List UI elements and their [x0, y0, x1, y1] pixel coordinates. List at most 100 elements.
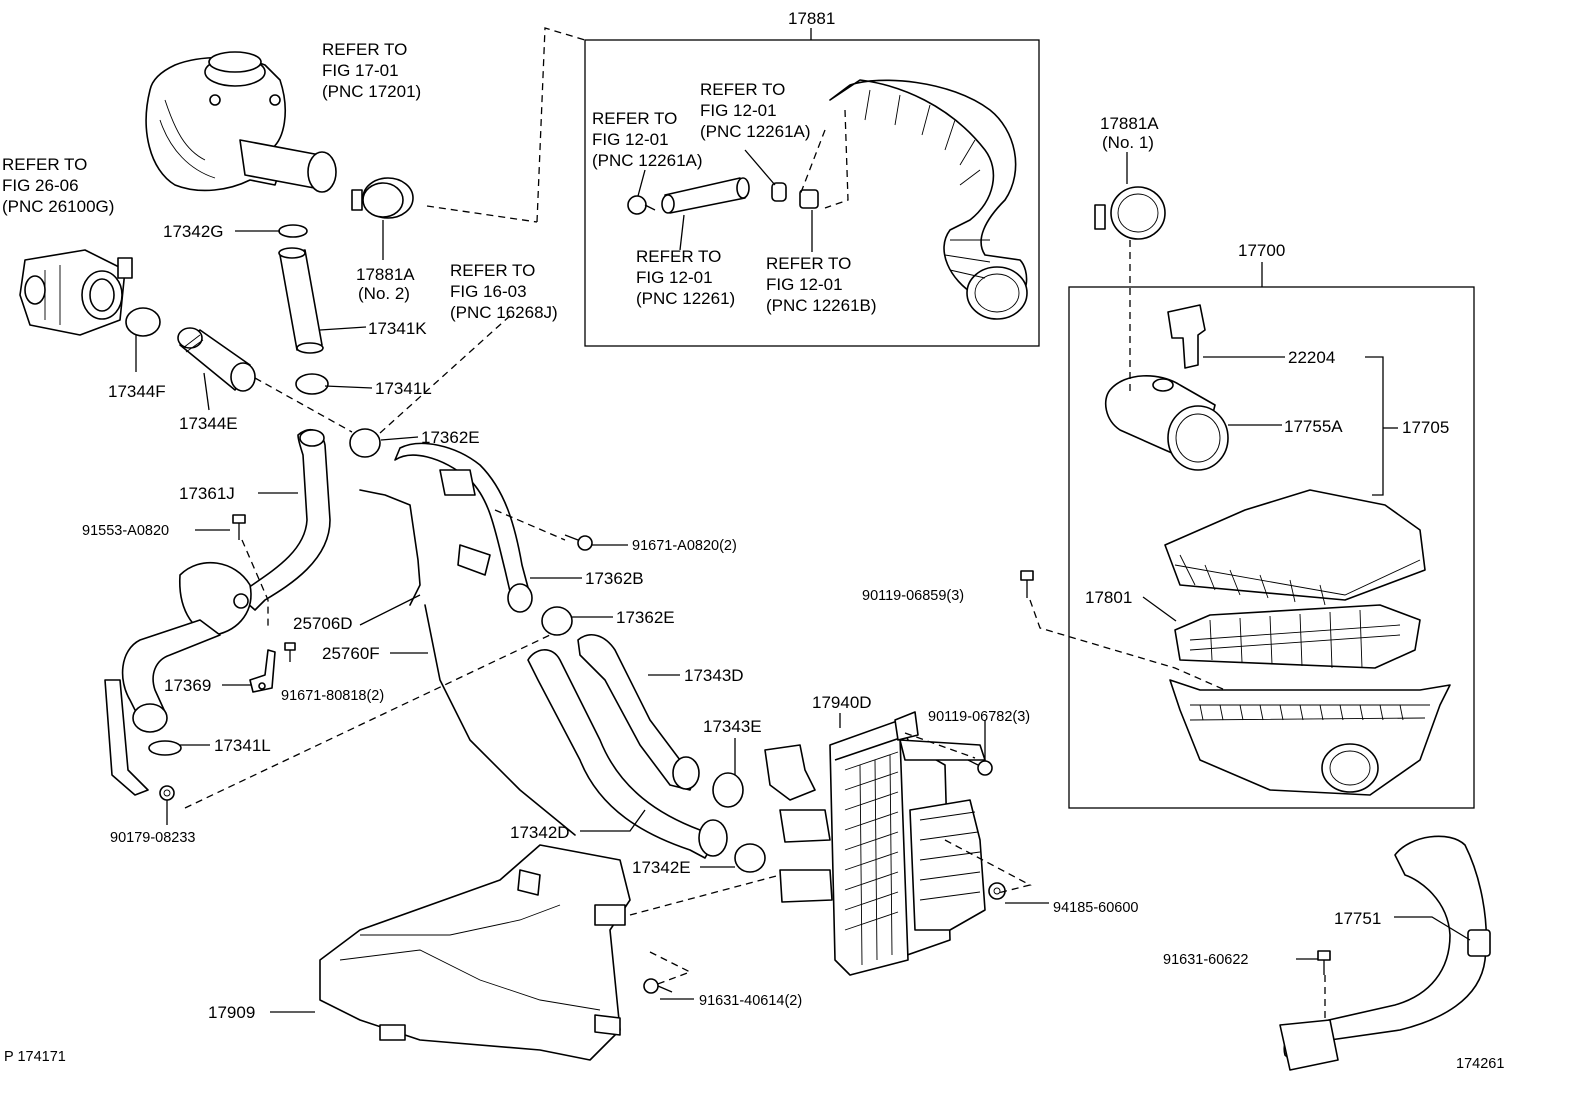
clamp-12261a-right — [771, 182, 787, 202]
hose-17342d — [527, 649, 728, 859]
ref-line: FIG 12-01 — [592, 130, 669, 149]
frame-17700 — [1068, 286, 1475, 809]
ref-line: FIG 12-01 — [636, 268, 713, 287]
label-90119-06859: 90119-06859(3) — [862, 588, 964, 604]
label-17705: 17705 — [1402, 418, 1449, 437]
bolt-90119-06782 — [967, 759, 993, 776]
ref-line: (PNC 12261) — [636, 289, 735, 308]
clamp-17343e — [712, 772, 744, 808]
label-91631-60622: 91631-60622 — [1163, 952, 1248, 968]
ref-line: REFER TO — [322, 40, 407, 59]
clamp-12261b — [799, 189, 819, 209]
dash-line — [254, 377, 353, 433]
label-25706d: 25706D — [293, 614, 353, 633]
label-17343d: 17343D — [684, 666, 744, 685]
label-94185-60600: 94185-60600 — [1053, 900, 1138, 916]
dash-line — [241, 539, 269, 630]
ref-line: REFER TO — [766, 254, 851, 273]
clamp-17341l-top — [295, 373, 329, 395]
turbocharger-part — [145, 51, 337, 193]
label-17801: 17801 — [1085, 588, 1132, 607]
dash-line — [426, 205, 538, 223]
clamp-17881a-no2 — [351, 177, 414, 219]
ref-fig-26-06: REFER TO FIG 26-06 (PNC 26100G) — [2, 155, 114, 216]
hose-17341k — [278, 247, 324, 354]
intercooler-17940d — [764, 711, 986, 976]
label-25760f: 25760F — [322, 644, 380, 663]
ref-line: REFER TO — [2, 155, 87, 174]
label-17751: 17751 — [1334, 909, 1381, 928]
label-17755a: 17755A — [1284, 417, 1343, 436]
ref-line: (PNC 16268J) — [450, 303, 558, 322]
screw-91631-40614 — [643, 978, 673, 994]
bolt-91671-80818 — [284, 642, 296, 662]
label-17344e: 17344E — [179, 414, 238, 433]
dash-line — [379, 313, 513, 434]
hose-17343d — [577, 634, 700, 791]
clamp-17342g — [278, 224, 308, 238]
ref-line: FIG 12-01 — [766, 275, 843, 294]
ref-line: (PNC 12261B) — [766, 296, 877, 315]
label-17361j: 17361J — [179, 484, 235, 503]
hose-12261 — [661, 177, 750, 214]
label-91671-80818: 91671-80818(2) — [281, 688, 384, 704]
dash-line — [629, 874, 781, 916]
label-17700: 17700 — [1238, 241, 1285, 260]
label-17369: 17369 — [164, 676, 211, 695]
bolt-90179 — [159, 785, 175, 801]
bracket-17369 — [249, 649, 276, 693]
label-17940d: 17940D — [812, 693, 872, 712]
ref-fig-16-03: REFER TO FIG 16-03 (PNC 16268J) — [450, 261, 558, 322]
label-91671-a0820: 91671-A0820(2) — [632, 538, 737, 554]
air-cleaner-17700 — [1164, 489, 1451, 796]
clip-12261a-left — [627, 195, 656, 215]
label-17881a-no2: 17881A — [356, 265, 415, 284]
bolt-91671-a0820 — [564, 534, 593, 551]
ref-line: FIG 26-06 — [2, 176, 79, 195]
throttle-body-part — [19, 249, 133, 336]
ref-line: REFER TO — [450, 261, 535, 280]
label-17341l-bottom: 17341L — [214, 736, 271, 755]
label-90119-06782: 90119-06782(3) — [928, 709, 1030, 725]
label-17341k: 17341K — [368, 319, 427, 338]
dash-line — [184, 634, 551, 809]
ref-line: FIG 12-01 — [700, 101, 777, 120]
ref-line: (PNC 12261A) — [700, 122, 811, 141]
hose-17344e — [177, 327, 256, 392]
frame-17881 — [584, 39, 1040, 347]
wire-25706d — [359, 489, 421, 606]
label-17342e: 17342E — [632, 858, 691, 877]
ref-line: (PNC 17201) — [322, 82, 421, 101]
label-17344f: 17344F — [108, 382, 166, 401]
pipe-17361j — [104, 429, 331, 796]
ref-line: REFER TO — [636, 247, 721, 266]
duct-17751 — [1279, 835, 1491, 1071]
hose-17881 — [829, 79, 1028, 320]
ref-fig-12-01-b: REFER TO FIG 12-01 (PNC 12261B) — [766, 254, 877, 315]
leader-lines — [135, 28, 1471, 1013]
label-90179-08233: 90179-08233 — [110, 830, 195, 846]
dash-line — [649, 951, 692, 986]
clamp-17342e — [734, 843, 766, 873]
dash-line — [824, 109, 849, 209]
clamp-17344f — [125, 307, 161, 337]
label-22204: 22204 — [1288, 348, 1335, 367]
clamp-17362e-mid — [541, 606, 573, 636]
ref-fig-12-01-a-left: REFER TO FIG 12-01 (PNC 12261A) — [592, 109, 703, 170]
nut-94185 — [988, 882, 1006, 900]
label-91553-a0820: 91553-A0820 — [82, 523, 169, 539]
clamp-17362e-top — [349, 428, 381, 458]
label-17342d: 17342D — [510, 823, 570, 842]
dash-line — [1029, 599, 1226, 691]
meter-17755a — [1104, 375, 1229, 471]
wire-25760f — [424, 604, 576, 836]
ref-line: (PNC 26100G) — [2, 197, 114, 216]
dash-line — [904, 732, 976, 759]
label-17362b: 17362B — [585, 569, 644, 588]
clamp-17341l-bottom — [148, 740, 182, 756]
label-17881: 17881 — [788, 9, 835, 28]
ref-line: FIG 17-01 — [322, 61, 399, 80]
ref-line: FIG 16-03 — [450, 282, 527, 301]
duct-17909 — [319, 844, 631, 1061]
